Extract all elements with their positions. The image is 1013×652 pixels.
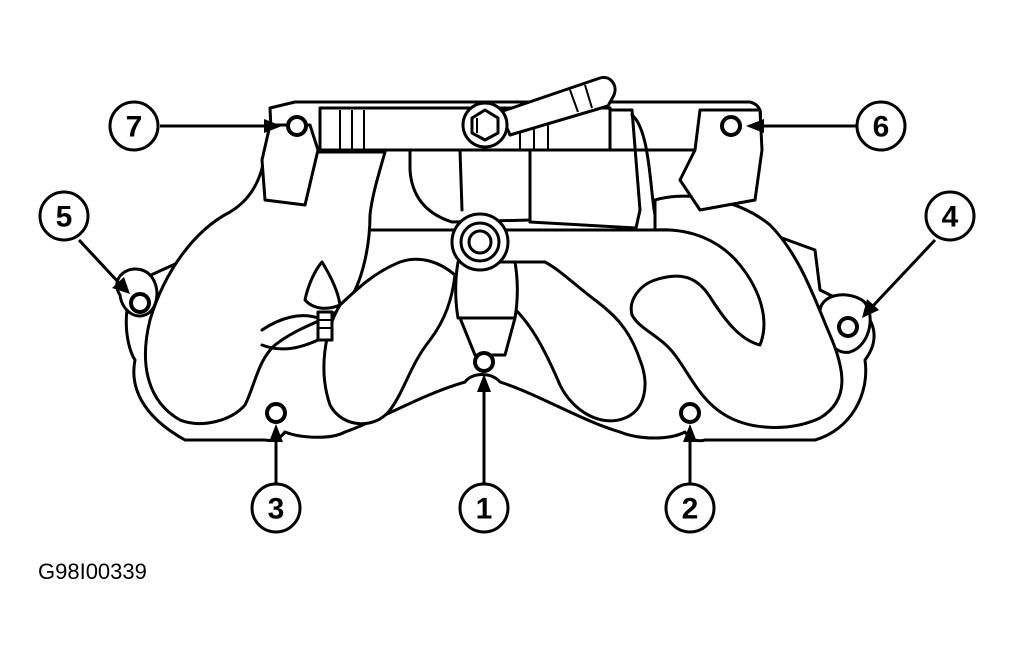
callout-4: 4 [924, 190, 976, 242]
bolt-hole-4 [837, 316, 859, 338]
bolt-hole-2 [679, 402, 701, 424]
svg-text:2: 2 [682, 493, 699, 526]
runner-3 [503, 260, 647, 423]
runner-4 [629, 194, 844, 429]
bolt-hole-7 [286, 115, 308, 137]
figure-id: G98I00339 [38, 559, 147, 584]
bolt-hole-1 [473, 351, 495, 373]
svg-text:4: 4 [942, 201, 959, 234]
runner-2 [322, 257, 457, 426]
bolt-hole-6 [720, 115, 742, 137]
svg-text:7: 7 [126, 111, 143, 144]
runner-1 [144, 150, 387, 425]
bolt-hole-3 [265, 402, 287, 424]
center-boss [408, 148, 532, 224]
svg-text:6: 6 [873, 111, 890, 144]
callout-6: 6 [855, 100, 907, 152]
svg-text:3: 3 [268, 493, 285, 526]
callout-7: 7 [108, 100, 160, 152]
callout-5: 5 [38, 190, 90, 242]
callout-1: 1 [458, 482, 510, 534]
svg-text:5: 5 [56, 201, 73, 234]
bracket-fitting [303, 260, 342, 310]
rail-center-bolt [461, 101, 509, 149]
right-tab [678, 108, 764, 212]
bolt-hole-5 [129, 292, 151, 314]
svg-text:1: 1 [476, 493, 493, 526]
callout-2: 2 [664, 482, 716, 534]
left-tab [260, 123, 320, 207]
oxygen-sensor-nut [450, 212, 510, 272]
callout-3: 3 [250, 482, 302, 534]
